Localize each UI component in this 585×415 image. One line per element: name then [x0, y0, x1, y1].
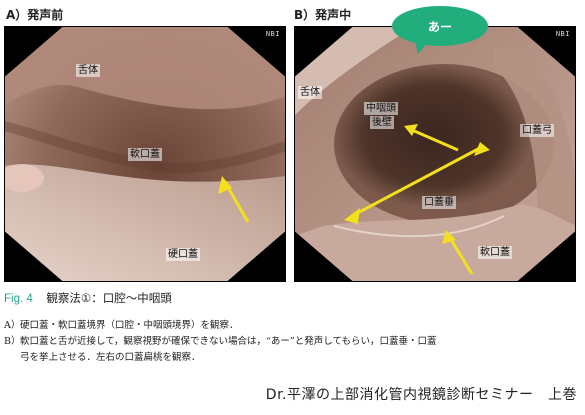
caption-item-label: B）: [4, 336, 21, 347]
arrow-b1-head: [404, 124, 418, 136]
caption-item: B）軟口蓋と舌が近接して，観察視野が確保できない場合は，“あー”と発声してもらい…: [4, 334, 437, 349]
label-soft-palate-a: 軟口蓋: [128, 148, 162, 161]
speech-bubble: あー: [392, 6, 488, 46]
arrow-b2-head-left: [344, 208, 360, 224]
caption-item: A）硬口蓋・軟口蓋境界（口腔・中咽頭境界）を観察．: [4, 318, 239, 333]
caption-item: 弓を挙上させる．左右の口蓋扁桃を観察．: [4, 350, 201, 365]
arrows-b: [351, 128, 481, 275]
arrow-a-head: [218, 176, 232, 194]
endoscopy-scene-b: [294, 26, 576, 282]
label-tongue-a: 舌体: [76, 64, 100, 77]
label-uvula: 口蓋垂: [422, 196, 456, 209]
arrow-b3-head: [442, 230, 456, 244]
book-title: Dr.平澤の上部消化管内視鏡診断セミナー 上巻: [265, 387, 577, 403]
caption-item-text: 弓を挙上させる．左右の口蓋扁桃を観察．: [20, 352, 201, 363]
panel-a-label: A）発声前: [6, 8, 64, 22]
label-palatal-arch: 口蓋弓: [520, 124, 554, 137]
caption-item-text: 硬口蓋・軟口蓋境界（口腔・中咽頭境界）を観察．: [20, 320, 239, 331]
figure-caption: Fig. 4 観察法①：口腔～中咽頭: [4, 290, 172, 306]
caption-item-text: 軟口蓋と舌が近接して，観察視野が確保できない場合は，“あー”と発声してもらい，口…: [20, 336, 437, 347]
arrow-a: [224, 183, 250, 223]
caption-item-label: A）: [4, 320, 21, 331]
panel-b-label: B）発声中: [294, 8, 352, 22]
label-oropharynx-line1: 中咽頭: [364, 102, 398, 115]
arrow-b2-head-right: [474, 142, 490, 156]
nbi-mark: NBI: [555, 30, 570, 38]
nbi-mark: NBI: [265, 30, 280, 38]
label-tongue-b: 舌体: [298, 86, 322, 99]
endoscopy-image-before-vocalization: NBI 舌体 軟口蓋 硬口蓋: [4, 26, 286, 282]
label-oropharynx-line2: 後壁: [370, 116, 394, 129]
label-soft-palate-b: 軟口蓋: [478, 246, 512, 259]
figure-number: Fig. 4: [4, 293, 33, 305]
label-hard-palate-a: 硬口蓋: [166, 248, 200, 261]
endoscopy-image-during-vocalization: NBI 舌体 中咽頭 後壁 口蓋弓 口蓋垂 軟口蓋: [294, 26, 576, 282]
figure-title: 観察法①：口腔～中咽頭: [46, 291, 172, 305]
endoscopy-scene-a: [4, 26, 286, 282]
